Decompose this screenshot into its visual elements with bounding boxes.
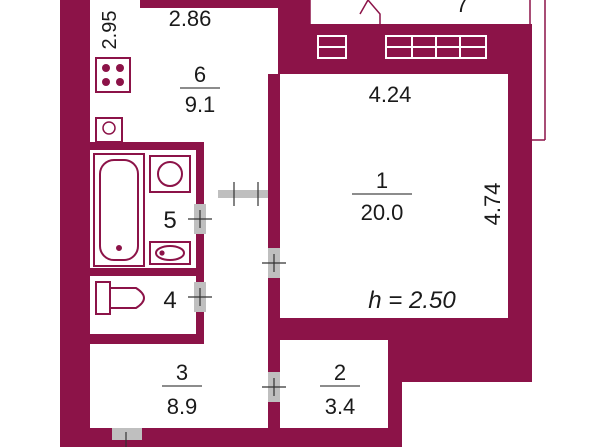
toilet-icon <box>95 281 145 315</box>
living-width-dimension: 4.24 <box>369 82 412 107</box>
exterior-walls <box>60 0 532 447</box>
svg-text:8.9: 8.9 <box>167 394 198 419</box>
room-6-label: 6 9.1 <box>180 62 220 117</box>
svg-text:20.0: 20.0 <box>361 200 404 225</box>
door-ticks <box>125 182 286 447</box>
living-depth-dimension: 4.74 <box>480 183 505 226</box>
kitchen-width-dimension: 2.86 <box>169 6 212 31</box>
svg-text:7: 7 <box>456 0 468 17</box>
washing-machine-icon <box>149 155 191 193</box>
room-3-label: 3 8.9 <box>162 360 202 419</box>
room-7-label: 7 <box>456 0 468 17</box>
svg-text:5: 5 <box>163 207 176 234</box>
room-4-label: 4 <box>163 287 176 314</box>
bathtub-icon <box>93 153 145 267</box>
svg-text:9.1: 9.1 <box>185 92 216 117</box>
room-5-label: 5 <box>163 207 176 234</box>
ceiling-height-label: h = 2.50 <box>368 287 456 314</box>
svg-text:2: 2 <box>334 360 346 385</box>
kitchen-sink-icon <box>95 117 123 143</box>
bathroom-sink-icon <box>149 241 191 265</box>
svg-text:6: 6 <box>194 62 206 87</box>
room-2-label: 2 3.4 <box>320 360 360 419</box>
svg-text:3: 3 <box>176 360 188 385</box>
balcony-outline <box>309 0 546 141</box>
window-pair <box>317 35 487 59</box>
svg-text:3.4: 3.4 <box>325 394 356 419</box>
svg-text:1: 1 <box>376 168 388 193</box>
svg-text:4: 4 <box>163 287 176 314</box>
stove-icon <box>95 57 131 93</box>
room-1-label: 1 20.0 <box>352 168 412 225</box>
kitchen-height-dimension: 2.95 <box>99 11 121 50</box>
